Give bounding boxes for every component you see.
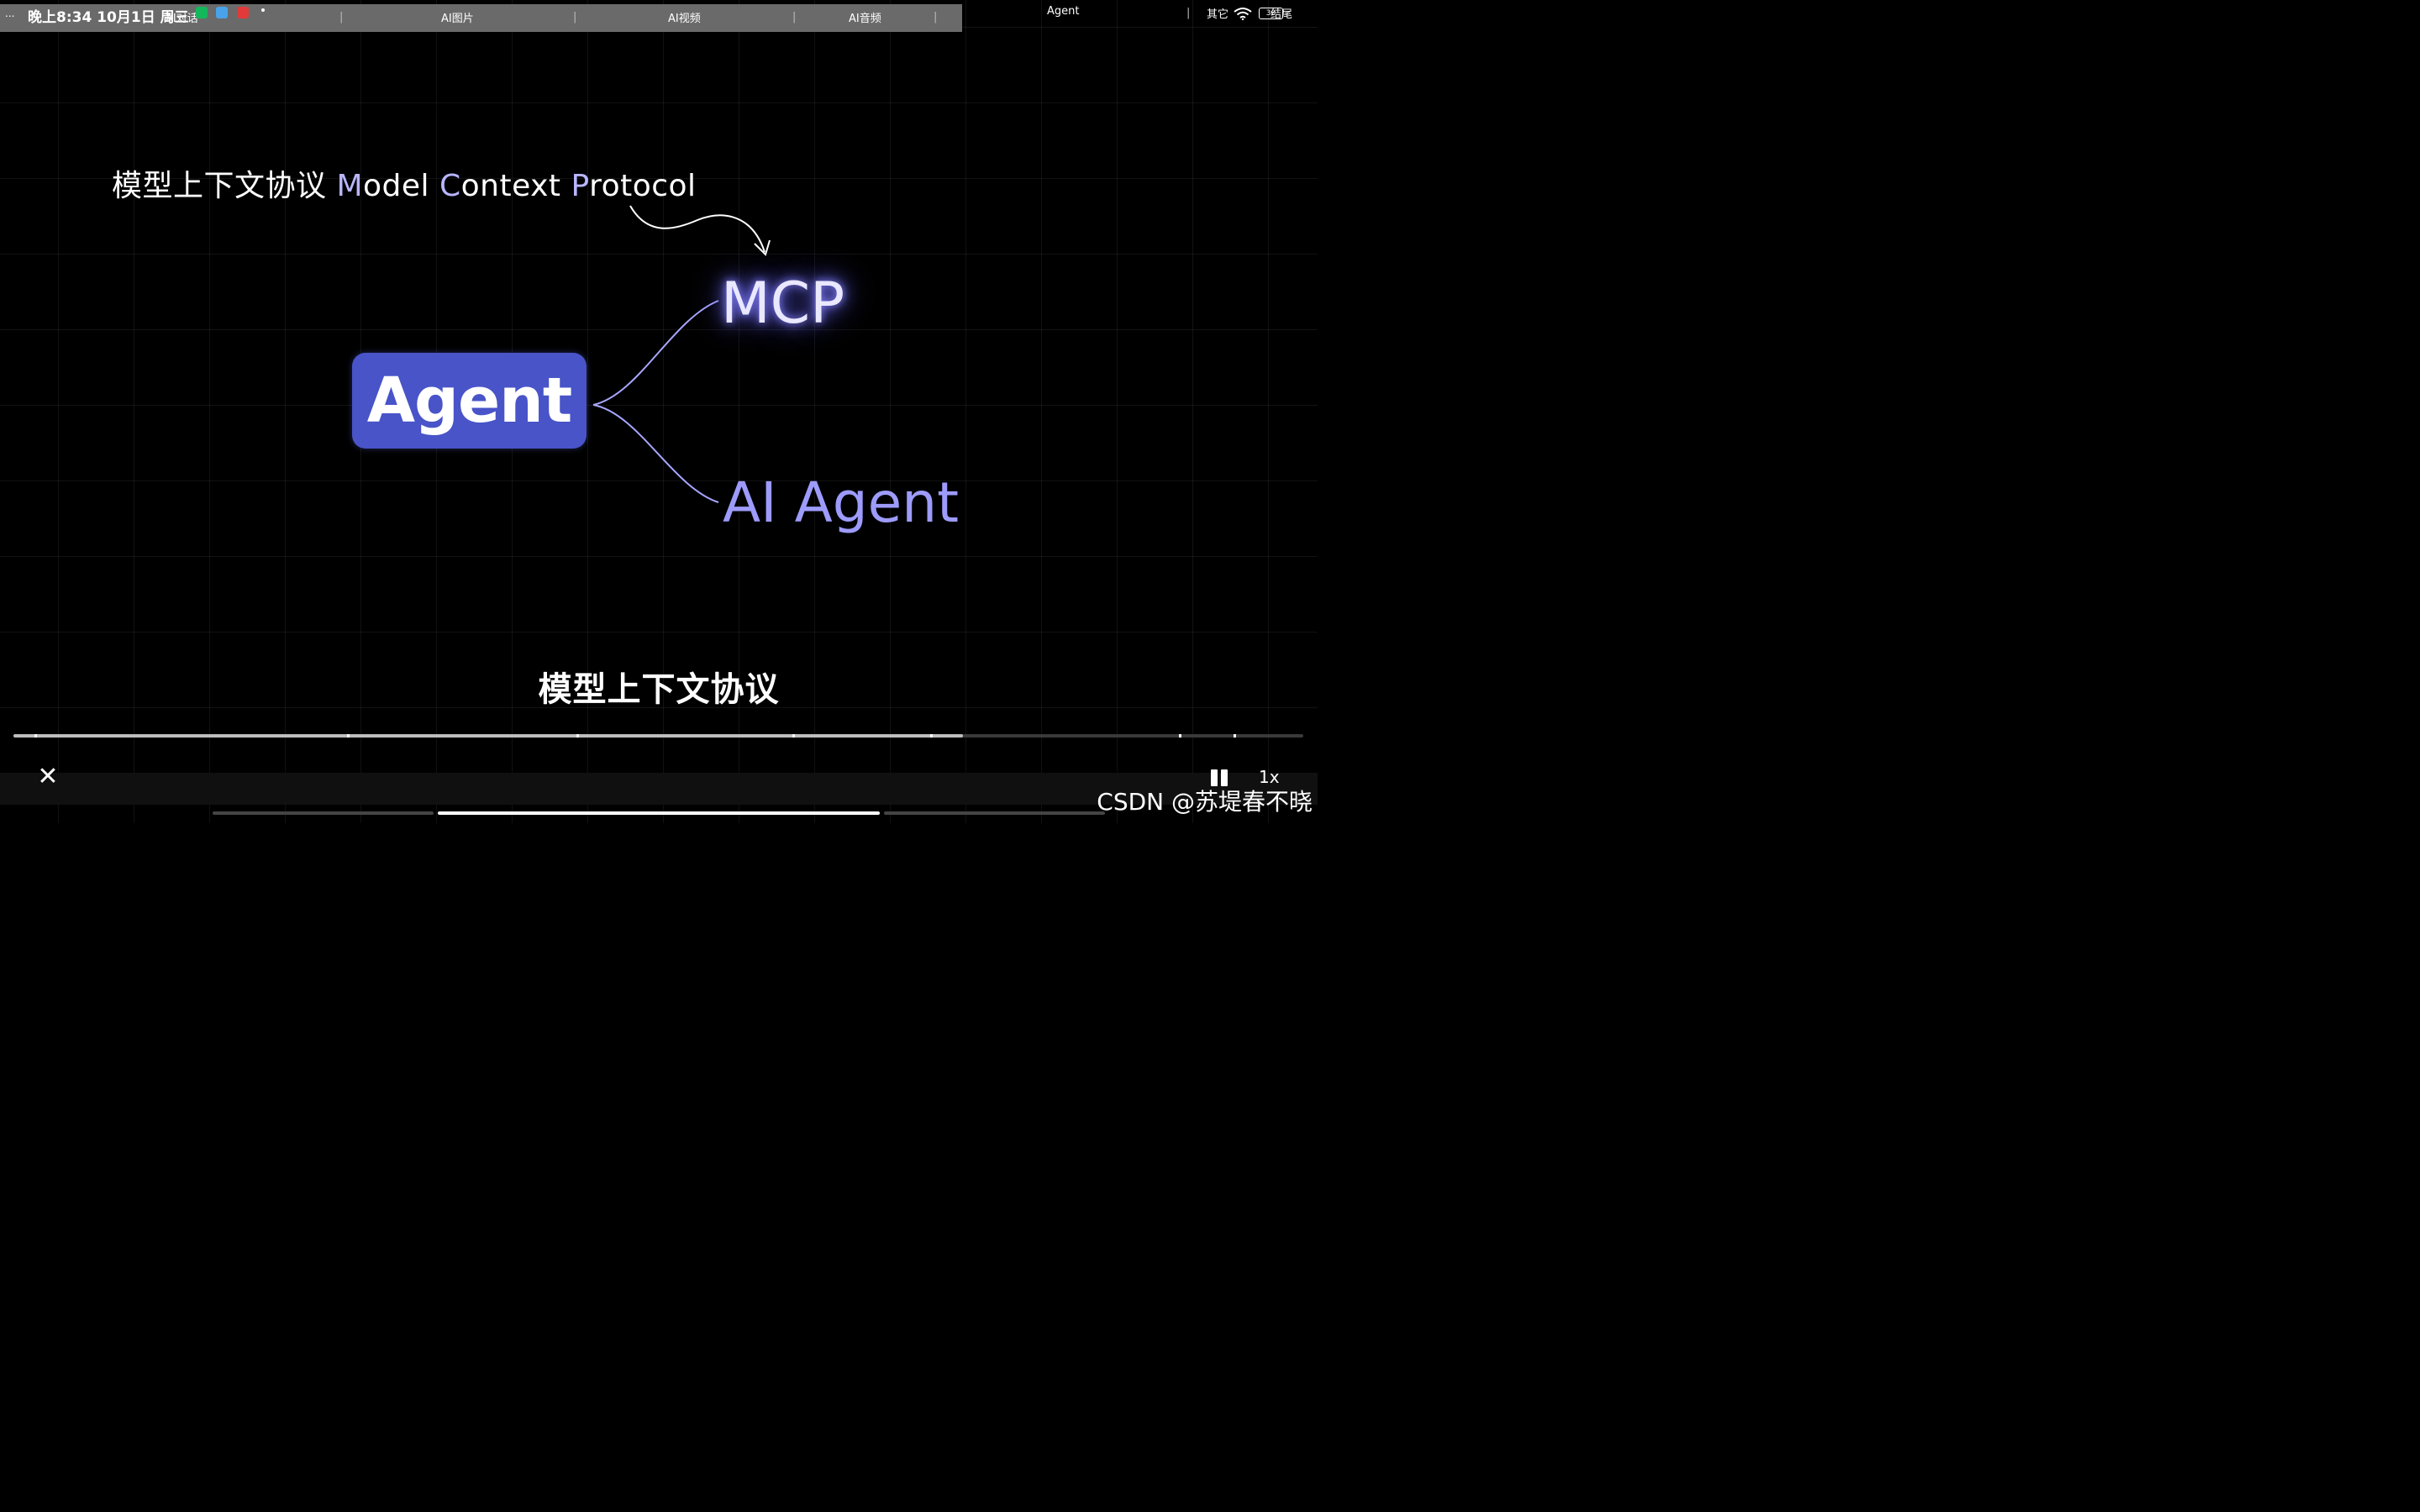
grid-background [0, 0, 1318, 823]
battery-icon: 30 [1259, 8, 1283, 19]
arrow-icon [629, 205, 765, 253]
chapter-marker [930, 734, 933, 738]
mcp-node: MCP [721, 270, 845, 337]
chapter-tab-other[interactable]: 其它 [1207, 8, 1229, 21]
chapter-marker [792, 734, 795, 738]
chapter-marker [34, 734, 37, 738]
ai-agent-node: AI Agent [723, 470, 959, 535]
home-indicator-left [213, 811, 434, 815]
pause-button[interactable] [1209, 768, 1229, 788]
watermark: CSDN @苏堤春不晓 [1097, 788, 1313, 816]
chapter-marker [1179, 734, 1181, 738]
app-icon-red [237, 7, 249, 18]
agent-node-label: Agent [366, 365, 572, 437]
wifi-icon [1234, 8, 1252, 20]
status-time: 晚上8:34 10月1日 周三 [28, 9, 189, 26]
chapter-tab-agent[interactable]: Agent [1047, 5, 1080, 18]
speed-button[interactable]: 1x [1259, 767, 1280, 787]
line-to-mcp [592, 300, 719, 406]
connector-lines [592, 205, 771, 503]
line-to-ai-agent [592, 404, 719, 503]
chapter-tab-end[interactable]: 结尾 [1270, 8, 1293, 21]
video-subtitle: 模型上下文协议 [538, 670, 780, 709]
close-icon: ✕ [37, 762, 59, 791]
home-indicator[interactable] [438, 811, 880, 815]
status-dot [261, 8, 265, 12]
chapter-tab-ai-image[interactable]: AI图片 [441, 13, 474, 25]
agent-node: Agent [352, 353, 587, 449]
status-more: ... [5, 8, 15, 19]
chapter-marker [347, 734, 350, 738]
close-button[interactable]: ✕ [32, 761, 64, 793]
chapter-tab-ai-chat[interactable]: AI对话 [166, 13, 198, 25]
home-indicator-right [884, 811, 1105, 815]
app-icon-green [196, 7, 208, 18]
app-icon-blue [216, 7, 228, 18]
chapter-marker [576, 734, 579, 738]
chapter-tab-ai-audio[interactable]: AI音频 [849, 13, 881, 25]
chapter-tab-ai-video[interactable]: AI视频 [668, 13, 701, 25]
chapter-marker [1234, 734, 1236, 738]
bottom-bar [0, 773, 1318, 805]
chapter-bar: AI对话 | AI图片 | AI视频 | AI音频 | [0, 4, 962, 32]
progress-fill [13, 734, 963, 738]
protocol-title: 模型上下文协议 Model Context Protocol [112, 169, 697, 203]
